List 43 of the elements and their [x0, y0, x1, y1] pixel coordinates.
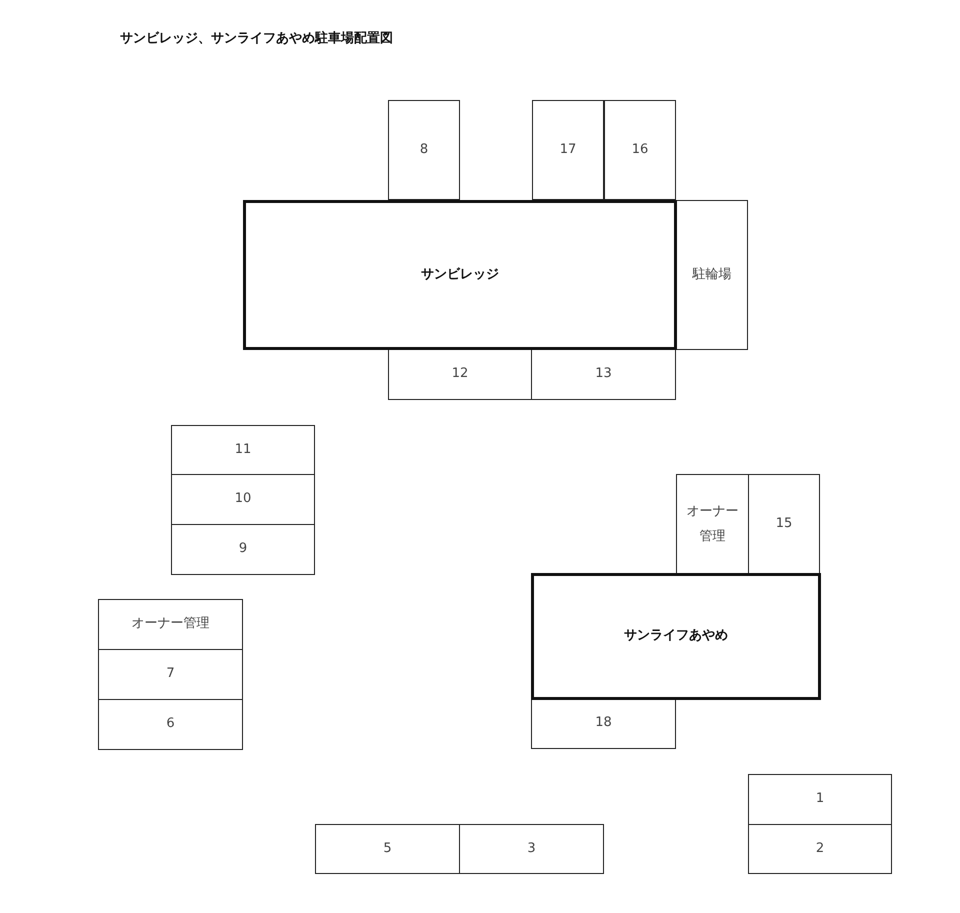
parking-space: [531, 349, 676, 400]
parking-space: [315, 824, 460, 874]
space-label: 8: [418, 140, 430, 159]
space-label: 7: [166, 665, 175, 684]
space-label: 5: [383, 840, 392, 858]
space-label: オーナー管理: [132, 615, 210, 634]
space-label: 10: [234, 490, 252, 508]
parking-space: [676, 474, 749, 575]
parking-space: [748, 774, 892, 825]
building-name: サンビレッジ: [421, 266, 499, 284]
parking-space: [748, 474, 820, 575]
parking-space: [171, 474, 315, 525]
space-label: 駐輪場: [691, 266, 732, 284]
space-label: 6: [166, 715, 175, 734]
parking-space: [171, 524, 315, 575]
parking-space: [459, 824, 604, 874]
space-label: 3: [527, 840, 536, 858]
diagram-title: サンビレッジ、サンライフあやめ駐車場配置図: [120, 30, 393, 47]
space-label: 2: [816, 840, 824, 858]
parking-space: [171, 425, 315, 475]
parking-space: [388, 349, 532, 400]
building-block: [531, 573, 821, 700]
parking-space: [531, 698, 676, 749]
space-label: 13: [595, 365, 612, 384]
building-name: サンライフあやめ: [624, 627, 728, 646]
parking-space: [676, 200, 748, 350]
space-label: 17: [558, 140, 578, 159]
space-label: 18: [595, 714, 612, 732]
parking-space: [388, 100, 460, 200]
space-label: 11: [234, 440, 252, 459]
parking-space: [98, 649, 243, 700]
space-label: オーナー管理: [686, 502, 740, 546]
parking-space: [604, 100, 676, 200]
parking-space: [748, 824, 892, 874]
building-block: [243, 200, 677, 350]
space-label: 12: [452, 365, 468, 384]
space-label: 9: [238, 540, 248, 558]
space-label: 16: [630, 140, 650, 159]
space-label: 15: [774, 515, 794, 534]
parking-space: [532, 100, 604, 200]
space-label: 1: [816, 790, 824, 808]
parking-space: [98, 699, 243, 750]
parking-space: [98, 599, 243, 650]
